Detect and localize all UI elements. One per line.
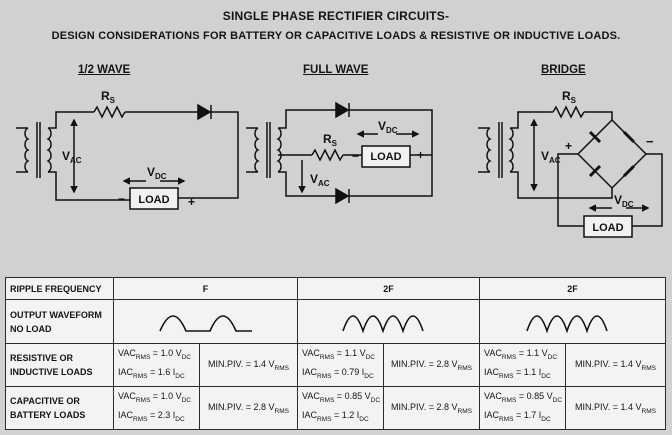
full-wave-load-label: LOAD: [370, 151, 401, 163]
half-wave-transformer: [16, 111, 68, 201]
full-wave-diode-bottom: [335, 187, 350, 205]
full-wave-capacitive-vac: 0.85: [344, 391, 363, 402]
full-wave-title: FULL WAVE: [303, 64, 369, 76]
svg-text:RS: RS: [562, 89, 577, 105]
bridge-vdc-label: V: [614, 193, 622, 207]
half-wave-resistive-values: VACRMS = 1.0 VDC IACRMS = 1.6 IDC: [113, 343, 200, 387]
ripple-frequency-half-wave: F: [113, 277, 298, 300]
half-wave-capacitive-piv: MIN.PIV. = 2.8 VRMS: [199, 386, 298, 430]
half-wave-load-label: LOAD: [138, 194, 169, 206]
half-wave-waveform-icon: [158, 314, 252, 332]
half-wave-diode: [197, 103, 212, 121]
table-row: RIPPLE FREQUENCY F 2F 2F: [5, 277, 667, 300]
table-row: OUTPUT WAVEFORM NO LOAD: [5, 299, 667, 344]
full-wave-vdc-label: V: [378, 119, 386, 133]
svg-text:VDC: VDC: [378, 119, 398, 135]
full-wave-circuit: [246, 101, 433, 205]
half-wave-title: 1/2 WAVE: [78, 64, 131, 76]
bridge-vac-label: V: [541, 149, 549, 163]
bridge-waveform-icon: [525, 314, 608, 334]
bridge-resistive-vac: 1.1: [526, 348, 540, 359]
full-wave-capacitive-values: VACRMS = 0.85 VDC IACRMS = 1.2 IDC: [297, 386, 384, 430]
svg-text:RS: RS: [323, 132, 338, 148]
full-wave-plus: +: [417, 148, 424, 162]
half-wave-resistor: [93, 105, 126, 119]
full-wave-resistor: [311, 148, 344, 162]
half-wave-plus: +: [188, 195, 195, 209]
bridge-load-label: LOAD: [592, 222, 623, 234]
full-wave-capacitive-iac: 1.2: [341, 410, 355, 420]
half-wave-waveform: [113, 299, 298, 344]
half-wave-resistive-piv: MIN.PIV. = 1.4 VRMS: [199, 343, 298, 387]
bridge-plus: +: [565, 139, 572, 153]
svg-text:RS: RS: [101, 89, 116, 105]
svg-text:VAC: VAC: [541, 149, 561, 165]
bridge-rs-label: R: [562, 89, 571, 103]
bridge-resistive-piv: MIN.PIV. = 1.4 VRMS: [565, 343, 667, 387]
full-wave-resistive-iac: 0.79: [341, 367, 360, 377]
bridge-resistive-iac: 1.1: [523, 367, 537, 377]
svg-text:VDC: VDC: [147, 165, 167, 181]
svg-text:VAC: VAC: [62, 149, 82, 165]
half-wave-capacitive-values: VACRMS = 1.0 VDC IACRMS = 2.3 IDC: [113, 386, 200, 430]
full-wave-resistive-vac: 1.1: [344, 348, 358, 359]
half-wave-rs-label: R: [101, 89, 110, 103]
svg-text:VDC: VDC: [614, 193, 634, 209]
bridge-waveform: [479, 299, 667, 344]
table-row: CAPACITIVE OR BATTERY LOADS VACRMS = 1.0…: [5, 386, 667, 430]
bridge-rectifier: [576, 118, 648, 190]
bridge-transformer: [478, 111, 613, 199]
ripple-frequency-bridge: 2F: [479, 277, 667, 300]
full-wave-waveform-icon: [341, 314, 424, 334]
ripple-frequency-header: RIPPLE FREQUENCY: [5, 277, 114, 300]
bridge-resistor: [552, 105, 585, 119]
full-wave-diode-top: [335, 101, 350, 119]
full-wave-vac-label: V: [310, 172, 318, 186]
svg-text:VAC: VAC: [310, 172, 330, 188]
bridge-capacitive-vac: 0.85: [526, 391, 545, 402]
full-wave-rs-label: R: [323, 132, 332, 146]
bridge-circuit: [478, 105, 663, 238]
specifications-table: RIPPLE FREQUENCY F 2F 2F OUTPUT WAVEFORM…: [5, 277, 667, 430]
half-wave-capacitive-vac: 1.0: [160, 391, 174, 402]
half-wave-resistive-iac: 1.6: [157, 367, 171, 377]
half-wave-circuit: [16, 103, 239, 210]
bridge-resistive-values: VACRMS = 1.1 VDC IACRMS = 1.1 IDC: [479, 343, 567, 387]
half-wave-resistive-vac: 1.0: [160, 348, 174, 359]
half-wave-vdc-label: V: [147, 165, 155, 179]
full-wave-minus: −: [352, 149, 359, 163]
bridge-capacitive-iac: 1.7: [523, 410, 537, 420]
page-subtitle: DESIGN CONSIDERATIONS FOR BATTERY OR CAP…: [51, 30, 621, 42]
output-waveform-header: OUTPUT WAVEFORM NO LOAD: [5, 299, 114, 344]
circuit-diagrams: RS VAC VDC LOAD − + RS VAC VDC LOAD − + …: [16, 89, 663, 238]
capacitive-loads-header: CAPACITIVE OR BATTERY LOADS: [5, 386, 114, 430]
full-wave-capacitive-piv: MIN.PIV. = 2.8 VRMS: [382, 386, 481, 430]
bridge-capacitive-piv: MIN.PIV. = 1.4 VRMS: [565, 386, 667, 430]
full-wave-resistive-piv: MIN.PIV. = 2.8 VRMS: [382, 343, 481, 387]
full-wave-transformer: [246, 109, 336, 197]
table-row: RESISTIVE OR INDUCTIVE LOADS VACRMS = 1.…: [5, 343, 667, 387]
bridge-minus: −: [646, 134, 654, 149]
half-wave-minus: −: [118, 192, 125, 206]
bridge-capacitive-values: VACRMS = 0.85 VDC IACRMS = 1.7 IDC: [479, 386, 567, 430]
half-wave-capacitive-iac: 2.3: [157, 410, 171, 420]
full-wave-waveform: [296, 299, 481, 344]
half-wave-vac-label: V: [62, 149, 70, 163]
bridge-title: BRIDGE: [541, 64, 586, 76]
resistive-loads-header: RESISTIVE OR INDUCTIVE LOADS: [5, 343, 114, 387]
ripple-frequency-full-wave: 2F: [296, 277, 481, 300]
full-wave-resistive-values: VACRMS = 1.1 VDC IACRMS = 0.79 IDC: [297, 343, 384, 387]
page-title: SINGLE PHASE RECTIFIER CIRCUITS-: [222, 9, 450, 23]
